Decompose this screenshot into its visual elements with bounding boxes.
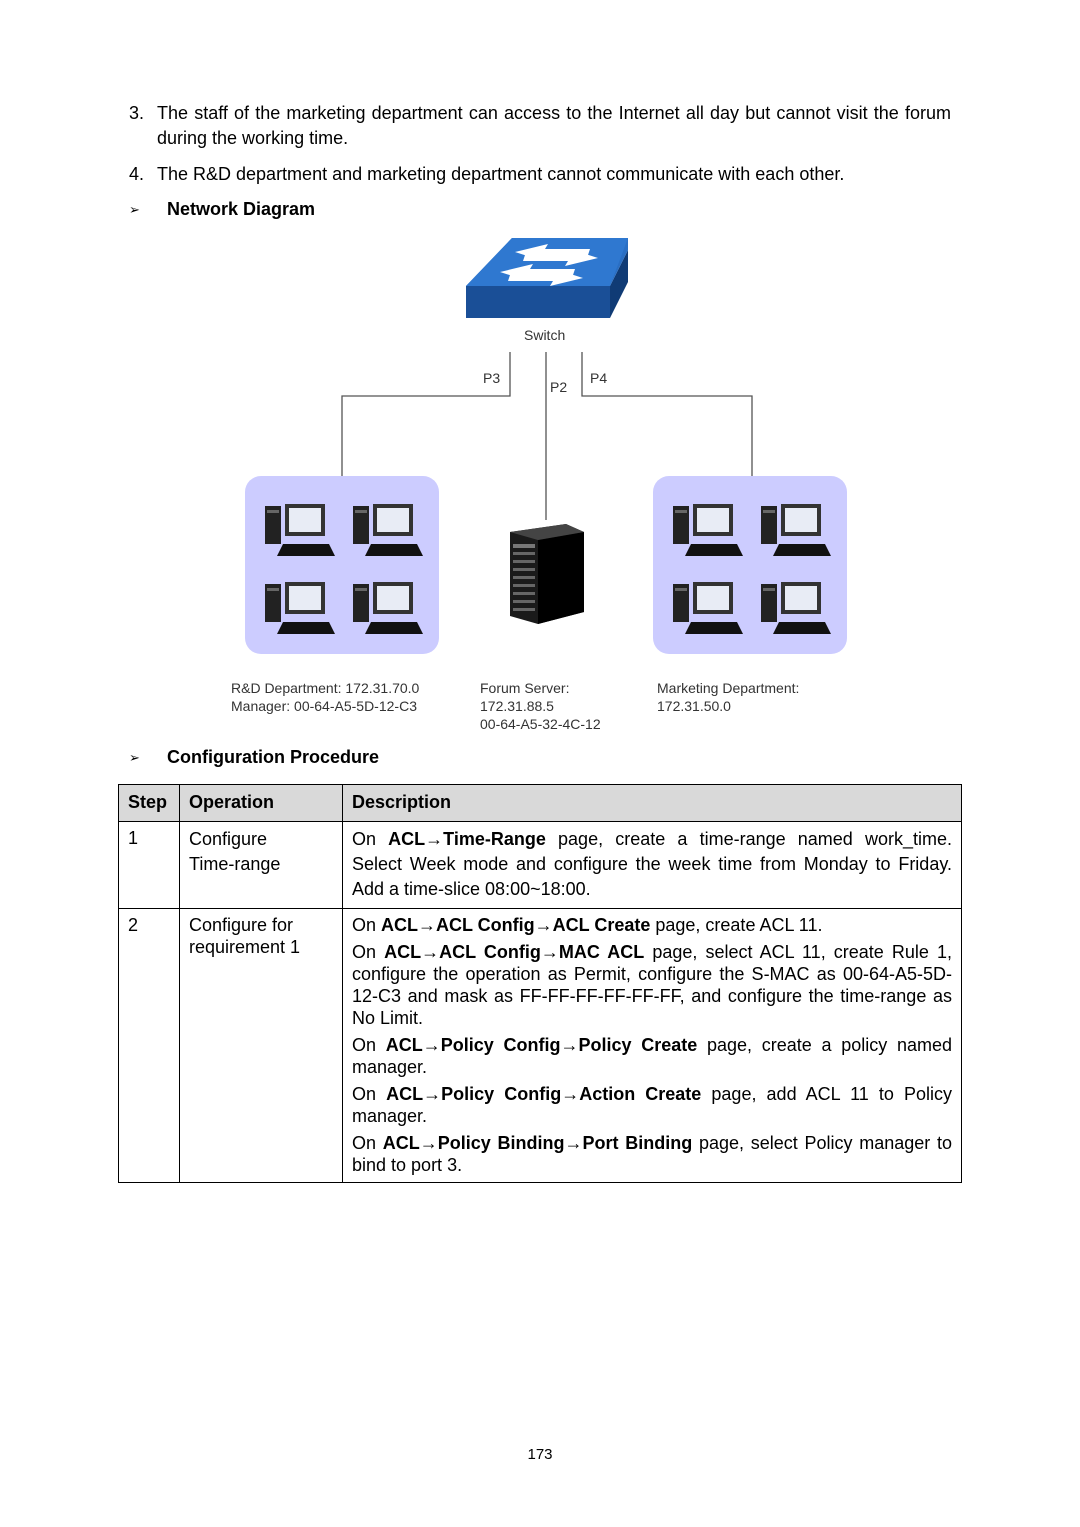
- step-cell: 1: [118, 821, 180, 909]
- section-heading-config: ➢Configuration Procedure: [129, 747, 380, 767]
- computer-icon: [353, 504, 423, 556]
- description-cell: On ACL→Time-Range page, create a time-ra…: [342, 821, 962, 909]
- list-number: 3.: [129, 103, 145, 123]
- connection-lines: [341, 352, 753, 520]
- description-paragraph: On ACL→ACL Config→MAC ACL page, select A…: [352, 942, 953, 1028]
- bullet-arrow-icon: ➢: [129, 750, 140, 766]
- marketing-group-background: [653, 476, 847, 654]
- rd-department-label: R&D Department: 172.31.70.0 Manager: 00-…: [231, 680, 420, 714]
- step-cell: 2: [118, 908, 180, 1183]
- configuration-table: Step Operation Description 1 Configure T…: [118, 784, 962, 1183]
- operation-cell: Configure for requirement 1: [179, 908, 343, 1183]
- table-row: 1 Configure Time-range On ACL→Time-Range…: [118, 821, 962, 909]
- description-paragraph: On ACL→Policy Config→Action Create page,…: [352, 1084, 952, 1126]
- description-paragraph: On ACL→ACL Config→ACL Create page, creat…: [352, 915, 823, 935]
- description-paragraph: On ACL→Policy Config→Policy Create page,…: [352, 1035, 952, 1077]
- list-number: 4.: [129, 164, 145, 184]
- marketing-computers: [673, 504, 831, 634]
- description-paragraph: On ACL→Policy Binding→Port Binding page,…: [352, 1133, 953, 1175]
- list-text: The R&D department and marketing departm…: [157, 164, 845, 184]
- description-cell: On ACL→ACL Config→ACL Create page, creat…: [342, 908, 962, 1183]
- header-step: Step: [118, 784, 180, 822]
- computer-icon: [673, 582, 743, 634]
- table-row: 2 Configure for requirement 1 On ACL→ACL…: [118, 908, 962, 1183]
- forum-server-label: Forum Server: 172.31.88.5 00-64-A5-32-4C…: [480, 680, 601, 732]
- page-number: 173: [527, 1446, 553, 1463]
- computer-icon: [353, 582, 423, 634]
- bullet-arrow-icon: ➢: [129, 202, 140, 218]
- table-header-row: Step Operation Description: [118, 784, 962, 822]
- description-paragraph: On ACL→Time-Range page, create a time-ra…: [352, 829, 952, 899]
- section-heading-network: ➢Network Diagram: [129, 199, 316, 219]
- switch-label: Switch: [524, 327, 566, 343]
- port-label-p3: P3: [483, 370, 501, 386]
- list-item-4: 4. The R&D department and marketing depa…: [129, 162, 959, 188]
- rd-group-background: [245, 476, 439, 654]
- header-description: Description: [342, 784, 962, 822]
- computer-icon: [761, 582, 831, 634]
- operation-cell: Configure Time-range: [179, 821, 343, 909]
- port-label-p2: P2: [550, 379, 568, 395]
- list-item-3: 3. The staff of the marketing department…: [129, 101, 959, 151]
- computer-icon: [265, 504, 335, 556]
- computer-icon: [673, 504, 743, 556]
- switch-icon: [466, 238, 628, 318]
- computer-icon: [761, 504, 831, 556]
- list-text: The staff of the marketing department ca…: [157, 103, 951, 148]
- marketing-department-label: Marketing Department: 172.31.50.0: [657, 680, 800, 714]
- port-label-p4: P4: [590, 370, 608, 386]
- header-operation: Operation: [179, 784, 343, 822]
- rd-computers: [265, 504, 423, 634]
- computer-icon: [265, 582, 335, 634]
- server-icon: [510, 524, 584, 624]
